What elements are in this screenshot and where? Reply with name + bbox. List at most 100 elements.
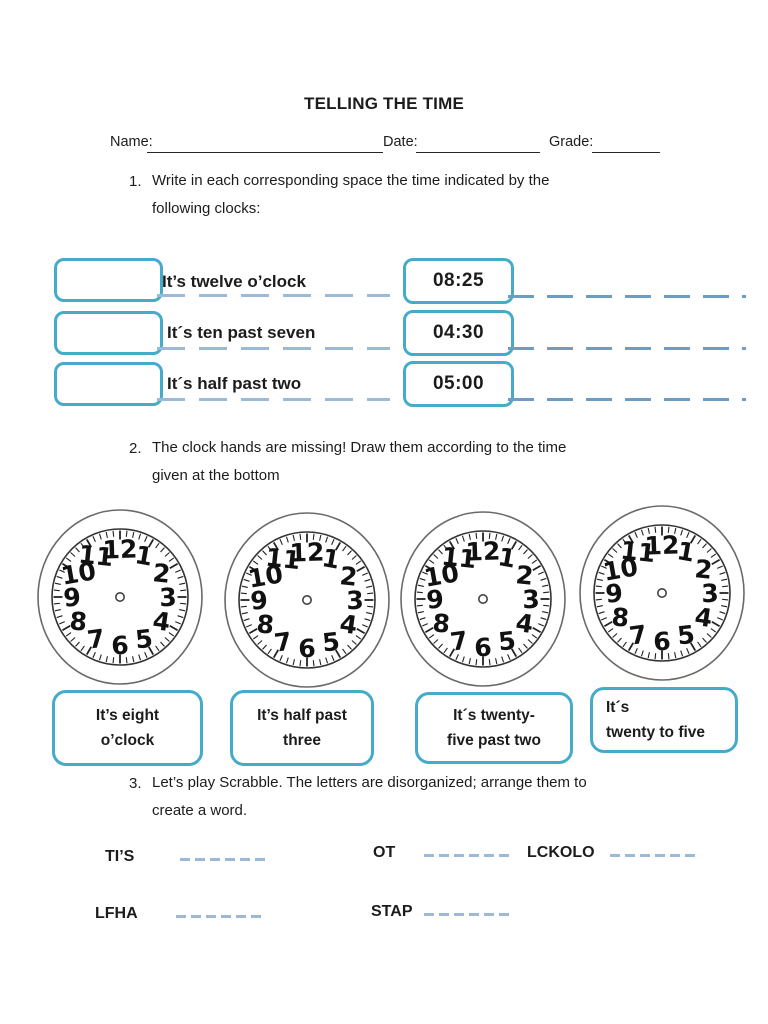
svg-text:1: 1 (320, 543, 342, 575)
svg-text:12: 12 (289, 537, 325, 567)
svg-text:2: 2 (693, 554, 713, 585)
svg-text:11: 11 (77, 540, 115, 572)
q1-row1-time-box: 08:25 (403, 258, 514, 304)
q1-text-line2: following clocks: (152, 200, 261, 217)
q1-row2-time-box: 04:30 (403, 310, 514, 356)
q1-number: 1. (129, 173, 142, 190)
clock-label-2-line1: It’s half past (257, 707, 347, 724)
svg-text:11: 11 (619, 536, 657, 568)
scrabble-answer-line-4[interactable] (176, 915, 264, 918)
svg-text:4: 4 (693, 602, 714, 633)
svg-text:9: 9 (425, 584, 444, 614)
svg-text:12: 12 (644, 530, 680, 560)
q1-row2-answer-box[interactable] (54, 311, 163, 355)
q1-row3-dashes-left[interactable] (157, 398, 390, 401)
svg-text:3: 3 (701, 579, 719, 609)
q2-text-line2: given at the bottom (152, 467, 280, 484)
q1-row1-answer-box[interactable] (54, 258, 163, 302)
q3-text-line1: Let’s play Scrabble. The letters are dis… (152, 774, 587, 791)
q1-row1-dashes-left[interactable] (157, 294, 390, 297)
clock-label-2: It’s half past three (230, 690, 374, 766)
scrabble-answer-line-2[interactable] (424, 854, 509, 857)
svg-text:5: 5 (497, 626, 517, 657)
svg-text:4: 4 (514, 608, 535, 639)
svg-text:1: 1 (496, 542, 518, 574)
q1-row2-time: 04:30 (432, 322, 485, 343)
svg-text:5: 5 (321, 627, 341, 658)
svg-text:3: 3 (522, 585, 540, 615)
svg-text:8: 8 (431, 608, 451, 638)
svg-text:1: 1 (675, 536, 697, 568)
svg-text:2: 2 (338, 561, 358, 592)
scrabble-answer-line-5[interactable] (424, 913, 510, 916)
scrabble-letters-2: OT (373, 844, 396, 861)
svg-text:11: 11 (440, 542, 478, 574)
q1-row1-time: 08:25 (432, 270, 485, 291)
date-label: Date: (383, 134, 418, 150)
clock-label-4: It´s twenty to five (590, 687, 738, 753)
svg-text:7: 7 (448, 626, 469, 657)
clock-label-1-line1: It’s eight (95, 707, 160, 724)
svg-text:8: 8 (68, 606, 88, 636)
svg-text:12: 12 (465, 536, 501, 566)
q3-number: 3. (129, 775, 142, 792)
clock-label-1-line2: o’clock (100, 732, 155, 749)
grade-label: Grade: (549, 134, 594, 150)
svg-text:11: 11 (264, 543, 302, 575)
svg-text:12: 12 (102, 534, 138, 564)
q2-number: 2. (129, 440, 142, 457)
clock-label-4-line1: It´s (606, 699, 630, 716)
svg-text:8: 8 (610, 602, 630, 632)
q1-row3-dashes-right[interactable] (508, 398, 746, 401)
name-blank-line[interactable] (147, 152, 383, 153)
name-label: Name: (110, 134, 153, 150)
svg-text:9: 9 (249, 585, 268, 615)
svg-text:6: 6 (474, 633, 493, 663)
q1-row3-phrase: It´s half past two (167, 374, 302, 393)
q1-row2-phrase: It´s ten past seven (167, 323, 316, 342)
q1-text-line1: Write in each corresponding space the ti… (152, 172, 550, 189)
svg-text:6: 6 (653, 627, 672, 657)
scrabble-answer-line-3[interactable] (610, 854, 696, 857)
svg-text:10: 10 (601, 552, 640, 587)
clock-label-3: It´s twenty- five past two (415, 692, 573, 764)
q3-text-line2: create a word. (152, 802, 248, 819)
q1-row1-dashes-right[interactable] (508, 295, 746, 298)
q1-row2-dashes-left[interactable] (157, 347, 390, 350)
svg-text:9: 9 (604, 578, 623, 608)
svg-text:8: 8 (255, 609, 275, 639)
scrabble-letters-3: LCKOLO (527, 844, 595, 861)
grade-blank-line[interactable] (592, 152, 660, 153)
svg-text:7: 7 (272, 627, 293, 658)
scrabble-answer-line-1[interactable] (180, 858, 268, 861)
svg-text:5: 5 (134, 624, 154, 655)
clock-label-2-line2: three (283, 732, 321, 749)
q1-row1-phrase: It’s twelve o’clock (162, 272, 306, 291)
svg-text:6: 6 (111, 631, 130, 661)
svg-text:7: 7 (627, 620, 648, 651)
clock-label-3-line2: five past two (447, 732, 541, 749)
svg-text:4: 4 (151, 606, 172, 637)
clock-label-3-line1: It´s twenty- (453, 707, 535, 724)
svg-text:10: 10 (59, 556, 98, 591)
q1-row3-answer-box[interactable] (54, 362, 163, 406)
svg-text:2: 2 (514, 560, 534, 591)
svg-text:3: 3 (346, 586, 364, 616)
date-blank-line[interactable] (416, 152, 540, 153)
svg-text:5: 5 (676, 620, 696, 651)
svg-text:10: 10 (422, 558, 461, 593)
svg-text:6: 6 (298, 634, 317, 664)
svg-text:2: 2 (151, 558, 171, 589)
q1-row2-dashes-right[interactable] (508, 347, 746, 350)
svg-text:7: 7 (85, 624, 106, 655)
page-title: TELLING THE TIME (304, 94, 464, 113)
svg-text:9: 9 (62, 582, 81, 612)
q1-row3-time-box: 05:00 (403, 361, 514, 407)
clock-label-1: It’s eight o’clock (52, 690, 203, 766)
svg-text:4: 4 (338, 609, 359, 640)
